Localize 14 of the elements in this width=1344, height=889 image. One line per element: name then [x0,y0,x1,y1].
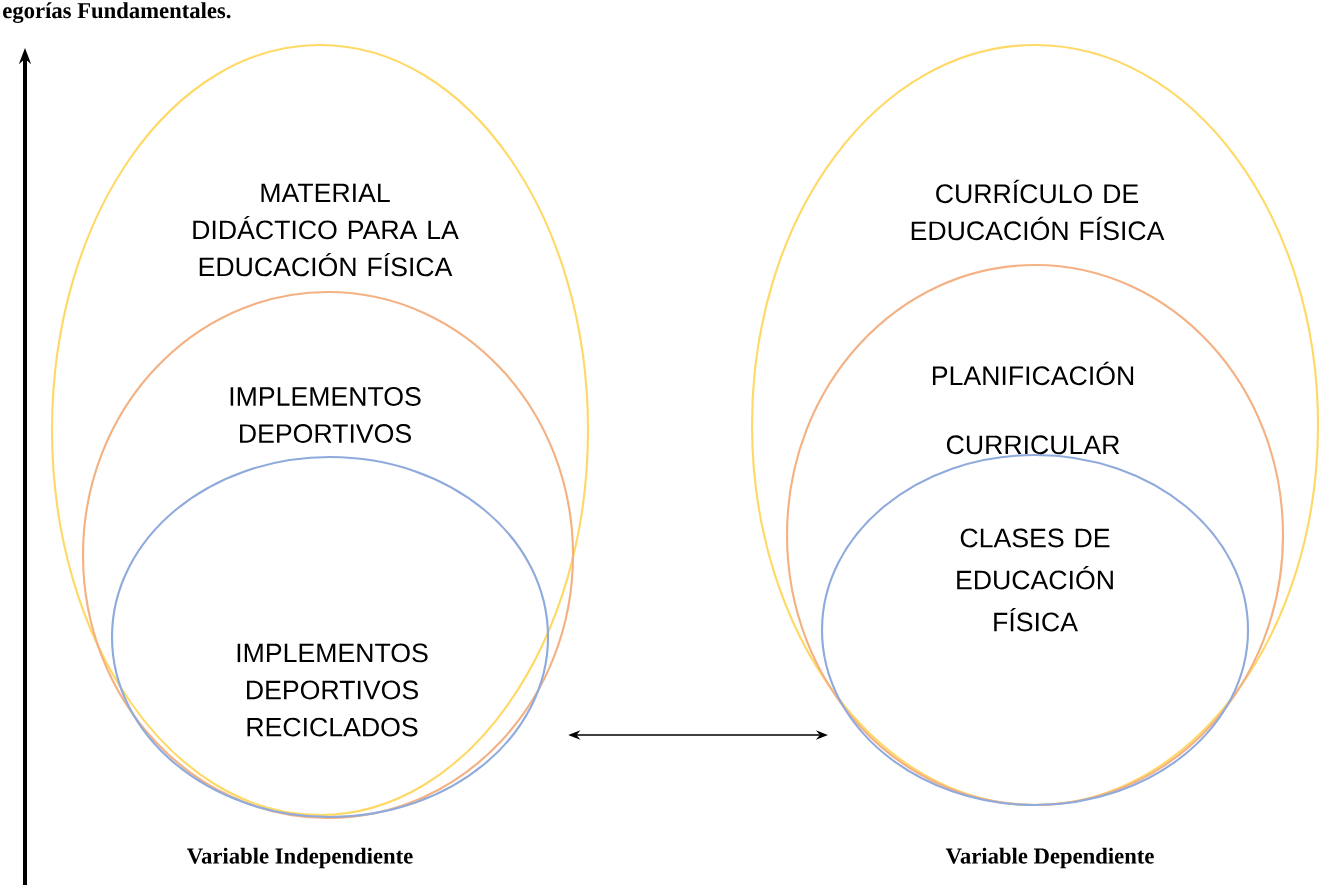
ellipse-label: IMPLEMENTOS DEPORTIVOS [230,387,421,443]
ellipse-label: MATERIAL DIDÁCTICO PARA LA EDUCACIÓN FÍSICA [193,183,459,277]
ellipse [785,263,1285,807]
ellipse [820,453,1250,807]
ellipse-label: CLASES DE EDUCACIÓN FÍSICA [957,528,1113,632]
ellipse-label: IMPLEMENTOS DEPORTIVOS RECICLADOS [237,643,428,737]
variable-label: Variable Independiente [187,847,413,869]
variable-label: Variable Dependiente [945,847,1154,869]
ellipse [81,290,575,820]
ellipse-label: PLANIFICACIÓN CURRICULAR [932,361,1134,455]
ellipse-label: CURRÍCULO DE EDUCACIÓN FÍSICA [911,179,1165,241]
title: egorías Fundamentales. [3,2,231,23]
ellipse [50,43,590,817]
ellipse [110,455,550,819]
